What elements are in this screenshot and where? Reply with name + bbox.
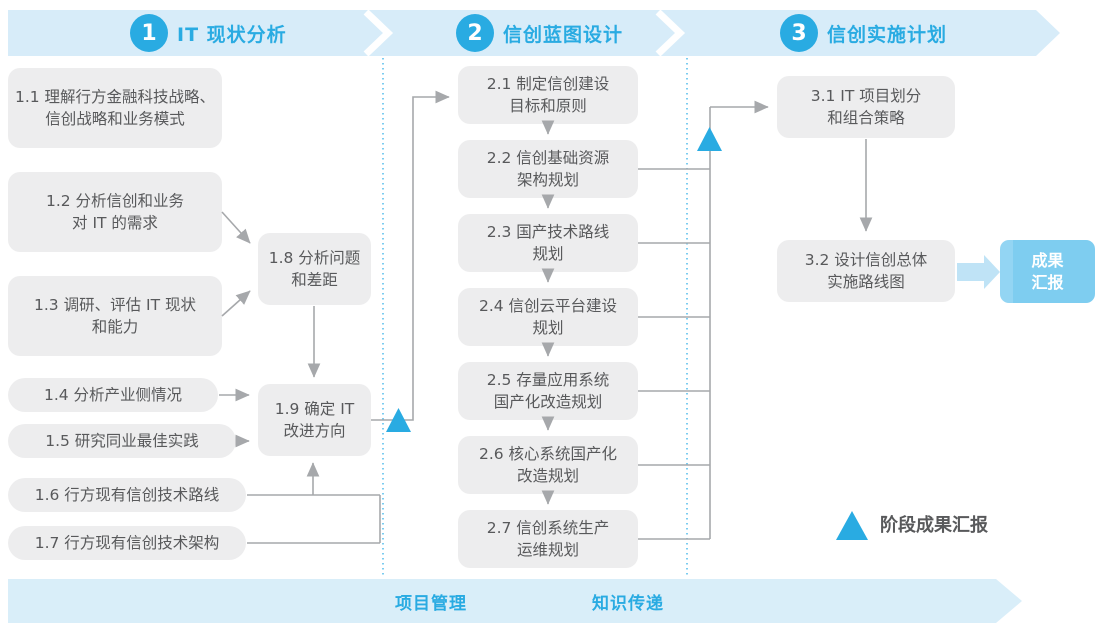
step-label-1-9: 1.9 确定 IT 改进方向: [274, 399, 355, 440]
step-box-1-1: 1.1 理解行方金融科技战略、 信创战略和业务模式: [8, 68, 222, 148]
step-box-2-2: 2.2 信创基础资源 架构规划: [458, 140, 638, 198]
step-box-3-2: 3.2 设计信创总体 实施路线图: [777, 240, 955, 302]
step-label-1-8: 1.8 分析问题 和差距: [268, 248, 361, 289]
step-label-1-6: 1.6 行方现有信创技术路线: [34, 485, 220, 504]
step-label-2-6: 2.6 核心系统国产化 改造规划: [478, 444, 618, 485]
step-box-1-2: 1.2 分析信创和业务 对 IT 的需求: [8, 172, 222, 252]
step-box-1-6: 1.6 行方现有信创技术路线: [8, 478, 246, 512]
legend: 阶段成果汇报: [836, 511, 988, 540]
step-box-2-6: 2.6 核心系统国产化 改造规划: [458, 436, 638, 494]
deliverable-arrow-icon: [957, 255, 1000, 289]
bottom-band-label-project-management: 项目管理: [395, 593, 467, 614]
step-label-2-7: 2.7 信创系统生产 运维规划: [486, 518, 610, 559]
step-box-2-5: 2.5 存量应用系统 国产化改造规划: [458, 362, 638, 420]
legend-label: 阶段成果汇报: [880, 515, 988, 536]
step-box-1-4: 1.4 分析产业侧情况: [8, 378, 218, 412]
bottom-band: 项目管理 知识传递: [8, 579, 1022, 623]
phase3-header: 3 信创实施计划: [780, 14, 947, 52]
step-box-1-7: 1.7 行方现有信创技术架构: [8, 526, 246, 560]
phase1-title: IT 现状分析: [177, 23, 287, 46]
step-label-2-3: 2.3 国产技术路线 规划: [486, 222, 610, 263]
step-box-2-7: 2.7 信创系统生产 运维规划: [458, 510, 638, 568]
phase1-header: 1 IT 现状分析: [130, 14, 287, 52]
step-box-1-8: 1.8 分析问题 和差距: [258, 233, 371, 305]
step-label-1-3: 1.3 调研、评估 IT 现状 和能力: [34, 295, 196, 336]
step-label-2-1: 2.1 制定信创建设 目标和原则: [486, 74, 610, 115]
phase3-title: 信创实施计划: [827, 23, 948, 46]
step-box-2-3: 2.3 国产技术路线 规划: [458, 214, 638, 272]
step-box-1-5: 1.5 研究同业最佳实践: [8, 424, 236, 458]
step-box-2-1: 2.1 制定信创建设 目标和原则: [458, 66, 638, 124]
step-label-1-1: 1.1 理解行方金融科技战略、 信创战略和业务模式: [14, 87, 216, 128]
step-label-3-2: 3.2 设计信创总体 实施路线图: [804, 250, 928, 291]
step-label-2-2: 2.2 信创基础资源 架构规划: [486, 148, 610, 189]
phase1-number-badge: 1: [130, 14, 168, 52]
step-label-3-1: 3.1 IT 项目划分 和组合策略: [810, 86, 922, 127]
phase-band: [8, 10, 1060, 56]
step-label-1-5: 1.5 研究同业最佳实践: [45, 431, 199, 450]
step-box-1-9: 1.9 确定 IT 改进方向: [258, 384, 371, 456]
deliverable-label: 成果 汇报: [1031, 250, 1064, 292]
milestone-triangle-phase2-icon: [697, 127, 722, 151]
step-label-2-5: 2.5 存量应用系统 国产化改造规划: [486, 370, 610, 411]
phase3-number-badge: 3: [780, 14, 818, 52]
step-box-2-4: 2.4 信创云平台建设 规划: [458, 288, 638, 346]
step-box-1-3: 1.3 调研、评估 IT 现状 和能力: [8, 276, 222, 356]
phase2-title: 信创蓝图设计: [503, 23, 624, 46]
milestone-triangle-phase1-icon: [386, 408, 411, 432]
step-label-1-2: 1.2 分析信创和业务 对 IT 的需求: [45, 191, 185, 232]
phase2-number-badge: 2: [456, 14, 494, 52]
bottom-band-label-knowledge-transfer: 知识传递: [592, 593, 664, 614]
deliverable-box: 成果 汇报: [1000, 240, 1095, 303]
step-label-2-4: 2.4 信创云平台建设 规划: [478, 296, 618, 337]
phase2-header: 2 信创蓝图设计: [456, 14, 623, 52]
milestone-triangle-icon: [836, 511, 868, 540]
step-box-3-1: 3.1 IT 项目划分 和组合策略: [777, 76, 955, 138]
step-label-1-4: 1.4 分析产业侧情况: [43, 385, 183, 404]
step-label-1-7: 1.7 行方现有信创技术架构: [34, 533, 220, 552]
